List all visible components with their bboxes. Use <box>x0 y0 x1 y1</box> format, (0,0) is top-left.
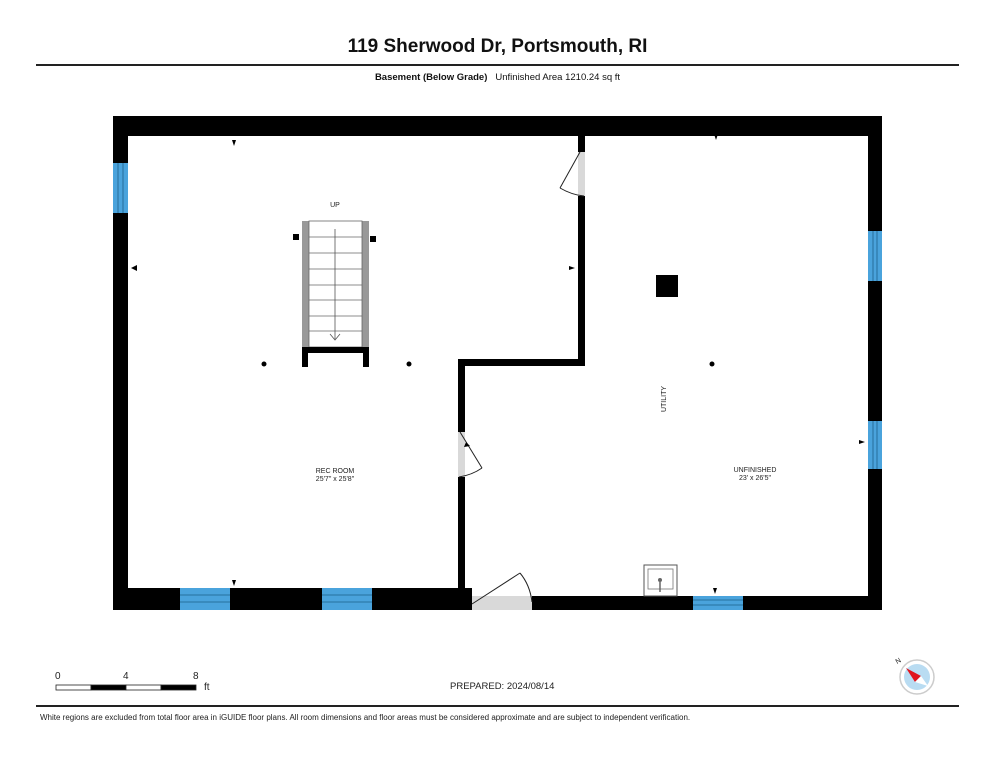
scale-bar <box>55 684 197 691</box>
window-right-wall-lower <box>868 421 882 469</box>
light-point <box>406 361 412 367</box>
room-dimensions: 25'7" x 25'8" <box>315 476 355 483</box>
window-bottom-3 <box>693 596 743 610</box>
utility-sink <box>643 564 678 597</box>
room-label-utility: UTILITY <box>661 385 668 413</box>
windows <box>113 163 882 610</box>
page-title: 119 Sherwood Dr, Portsmouth, RI <box>347 36 648 57</box>
stairs <box>293 220 376 367</box>
scale-tick-0: 0 <box>55 671 61 682</box>
window-bottom-1 <box>180 588 230 610</box>
scale-tick-4: 4 <box>123 671 129 682</box>
window-bottom-2 <box>322 588 372 610</box>
door-exterior-bottom <box>471 572 533 610</box>
room-label-rec-room: REC ROOM 25'7" x 25'8" <box>280 468 390 484</box>
room-label-unfinished: UNFINISHED 23' x 26'5" <box>700 467 810 483</box>
compass-icon <box>899 659 935 695</box>
light-point <box>709 361 715 367</box>
room-dimensions: 23' x 26'5" <box>738 475 771 482</box>
light-point <box>261 361 267 367</box>
stairs-label: UP <box>330 202 340 209</box>
door-lower-interior <box>458 431 483 478</box>
scale-tick-8: 8 <box>193 671 199 682</box>
disclaimer: White regions are excluded from total fl… <box>40 713 691 722</box>
walls <box>113 116 882 610</box>
floor-label: Basement (Below Grade) <box>374 72 488 83</box>
room-name: REC ROOM <box>315 468 355 475</box>
floor-summary: Basement (Below Grade) Unfinished Area 12… <box>0 72 995 83</box>
scale-unit: ft <box>204 682 210 693</box>
doors <box>458 151 585 610</box>
footer-divider <box>36 705 959 707</box>
area-text: Unfinished Area 1210.24 sq ft <box>495 72 621 83</box>
window-right-wall-upper <box>868 231 882 281</box>
view-markers <box>131 134 865 594</box>
fixtures <box>261 275 715 597</box>
window-left-wall <box>113 163 128 213</box>
prepared-date: PREPARED: 2024/08/14 <box>450 681 555 692</box>
room-name: UNFINISHED <box>733 467 777 474</box>
door-upper-interior <box>559 151 585 197</box>
support-column <box>656 275 678 297</box>
header-divider <box>36 64 959 66</box>
